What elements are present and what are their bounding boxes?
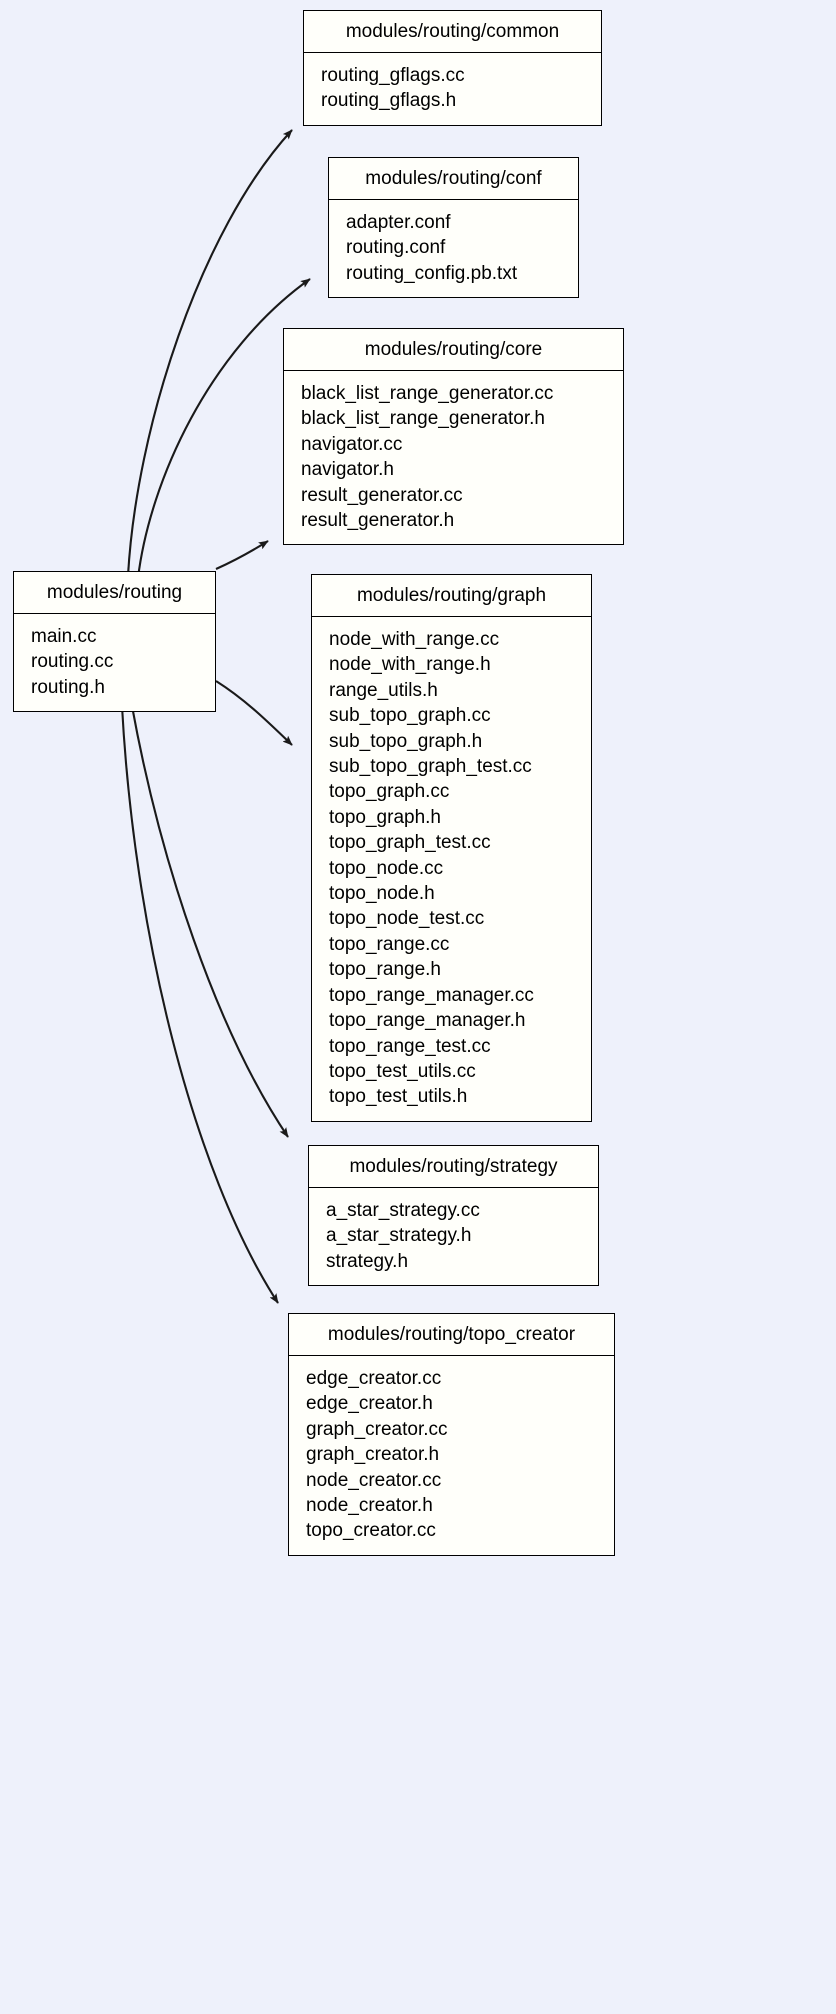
file-item: routing.conf (346, 237, 446, 259)
node-strategy[interactable]: modules/routing/strategy a_star_strategy… (308, 1145, 599, 1287)
file-item: graph_creator.h (306, 1444, 440, 1466)
file-item: result_generator.cc (301, 484, 463, 506)
node-graph[interactable]: modules/routing/graph node_with_range.cc… (311, 574, 592, 1122)
file-item: node_creator.cc (306, 1469, 442, 1491)
file-item: sub_topo_graph_test.cc (329, 756, 532, 778)
node-topo_creator-title: modules/routing/topo_creator (289, 1314, 614, 1356)
edge-routing-to-core (215, 540, 269, 570)
file-item: navigator.cc (301, 433, 403, 455)
file-item: black_list_range_generator.cc (301, 383, 554, 404)
file-item: topo_graph_test.cc (329, 832, 491, 854)
node-graph-title: modules/routing/graph (312, 575, 591, 617)
file-item: a_star_strategy.h (326, 1225, 472, 1247)
node-conf[interactable]: modules/routing/conf adapter.conf routin… (328, 157, 579, 299)
node-common-title: modules/routing/common (304, 11, 601, 53)
file-item: navigator.h (301, 459, 394, 481)
node-graph-files: node_with_range.cc node_with_range.h ran… (312, 617, 591, 1121)
file-item: topo_creator.cc (306, 1520, 436, 1542)
file-item: edge_creator.h (306, 1393, 433, 1415)
file-item: topo_graph.h (329, 806, 441, 828)
file-item: node_with_range.h (329, 654, 491, 676)
node-common[interactable]: modules/routing/common routing_gflags.cc… (303, 10, 602, 126)
file-item: topo_node_test.cc (329, 908, 485, 930)
file-item: routing_gflags.h (321, 90, 457, 112)
node-strategy-title: modules/routing/strategy (309, 1146, 598, 1188)
node-strategy-files: a_star_strategy.cc a_star_strategy.h str… (309, 1188, 598, 1285)
node-core[interactable]: modules/routing/core black_list_range_ge… (283, 328, 624, 546)
edge-routing-to-common (126, 129, 293, 577)
file-item: a_star_strategy.cc (326, 1200, 480, 1221)
file-item: topo_node.cc (329, 857, 444, 879)
file-item: topo_test_utils.cc (329, 1060, 476, 1082)
node-routing-title: modules/routing (14, 572, 215, 614)
node-core-files: black_list_range_generator.cc black_list… (284, 371, 623, 544)
file-item: black_list_range_generator.h (301, 408, 546, 430)
file-item: main.cc (31, 626, 97, 647)
edge-routing-to-graph (215, 680, 293, 746)
file-item: sub_topo_graph.h (329, 730, 483, 752)
edge-routing-to-topo_creator (120, 705, 279, 1304)
file-item: routing.cc (31, 651, 114, 673)
file-item: topo_range.h (329, 959, 441, 981)
file-item: topo_graph.cc (329, 781, 450, 803)
file-item: result_generator.h (301, 510, 455, 532)
node-topo_creator[interactable]: modules/routing/topo_creator edge_creato… (288, 1313, 615, 1556)
file-item: topo_range_manager.cc (329, 984, 534, 1006)
node-conf-title: modules/routing/conf (329, 158, 578, 200)
node-core-title: modules/routing/core (284, 329, 623, 371)
node-common-files: routing_gflags.cc routing_gflags.h (304, 53, 601, 125)
file-item: node_with_range.cc (329, 629, 500, 650)
node-routing-files: main.cc routing.cc routing.h (14, 614, 215, 711)
file-item: node_creator.h (306, 1495, 433, 1517)
file-item: strategy.h (326, 1250, 409, 1272)
file-item: topo_range_test.cc (329, 1035, 491, 1057)
node-conf-files: adapter.conf routing.conf routing_config… (329, 200, 578, 297)
file-item: range_utils.h (329, 679, 438, 701)
file-item: topo_range.cc (329, 933, 450, 955)
file-item: graph_creator.cc (306, 1418, 448, 1440)
edge-routing-to-strategy (130, 705, 289, 1138)
file-item: sub_topo_graph.cc (329, 705, 491, 727)
node-routing[interactable]: modules/routing main.cc routing.cc routi… (13, 571, 216, 713)
file-item: topo_test_utils.h (329, 1086, 468, 1108)
file-item: edge_creator.cc (306, 1368, 442, 1389)
file-item: adapter.conf (346, 212, 451, 233)
file-item: routing_gflags.cc (321, 65, 465, 86)
file-item: routing.h (31, 676, 105, 698)
node-topo_creator-files: edge_creator.cc edge_creator.h graph_cre… (289, 1356, 614, 1555)
file-item: topo_range_manager.h (329, 1010, 526, 1032)
file-item: routing_config.pb.txt (346, 262, 518, 284)
file-item: topo_node.h (329, 883, 435, 905)
